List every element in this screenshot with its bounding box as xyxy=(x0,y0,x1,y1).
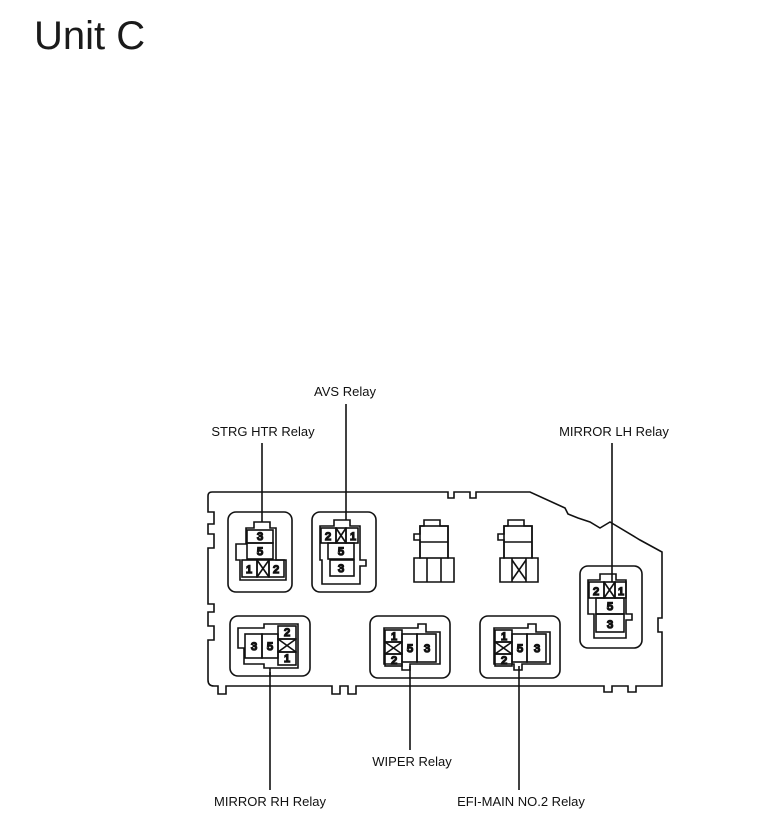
mirror-rh-pin-2: 2 xyxy=(284,627,290,639)
strg-htr-relay xyxy=(227,511,293,593)
efi-pin-3: 3 xyxy=(534,643,540,655)
wiper-relay xyxy=(369,615,451,679)
strg-pin-2: 2 xyxy=(273,564,279,576)
avs-pin-1: 1 xyxy=(350,531,356,543)
wiper-pin-1: 1 xyxy=(391,631,397,643)
efi-pin-1: 1 xyxy=(501,631,507,643)
mirror-lh-relay xyxy=(579,565,643,649)
mirror-rh-pin-1: 1 xyxy=(284,653,290,665)
empty-relay-socket-2 xyxy=(497,519,539,583)
strg-pin-3: 3 xyxy=(257,531,263,543)
efi-pin-2: 2 xyxy=(501,655,507,667)
avs-pin-2: 2 xyxy=(325,531,331,543)
wiper-pin-2: 2 xyxy=(391,655,397,667)
page-title: Unit C xyxy=(34,14,146,58)
efi-pin-5: 5 xyxy=(517,643,523,655)
mirror-lh-pin-5: 5 xyxy=(607,601,613,613)
mirror-rh-relay xyxy=(229,615,311,677)
wiper-pin-5: 5 xyxy=(407,643,413,655)
housing-outline xyxy=(207,491,663,695)
empty-relay-socket-1 xyxy=(413,519,455,583)
avs-pin-3: 3 xyxy=(338,563,344,575)
label-mirror-rh-relay: MIRROR RH Relay xyxy=(214,794,326,809)
mirror-lh-pin-3: 3 xyxy=(607,619,613,631)
mirror-lh-pin-1: 1 xyxy=(618,586,624,598)
label-wiper-relay: WIPER Relay xyxy=(372,754,452,769)
label-strg-htr-relay: STRG HTR Relay xyxy=(211,424,315,439)
mirror-rh-pin-5: 5 xyxy=(267,641,273,653)
avs-relay xyxy=(311,511,377,593)
label-mirror-lh-relay: MIRROR LH Relay xyxy=(559,424,669,439)
avs-pin-5: 5 xyxy=(338,546,344,558)
label-efi-main-no2-relay: EFI-MAIN NO.2 Relay xyxy=(457,794,585,809)
strg-pin-5: 5 xyxy=(257,546,263,558)
wiper-pin-3: 3 xyxy=(424,643,430,655)
label-avs-relay: AVS Relay xyxy=(314,384,376,399)
mirror-lh-pin-2: 2 xyxy=(593,586,599,598)
efi-main-no2-relay xyxy=(479,615,561,679)
strg-pin-1: 1 xyxy=(246,564,252,576)
mirror-rh-pin-3: 3 xyxy=(251,641,257,653)
